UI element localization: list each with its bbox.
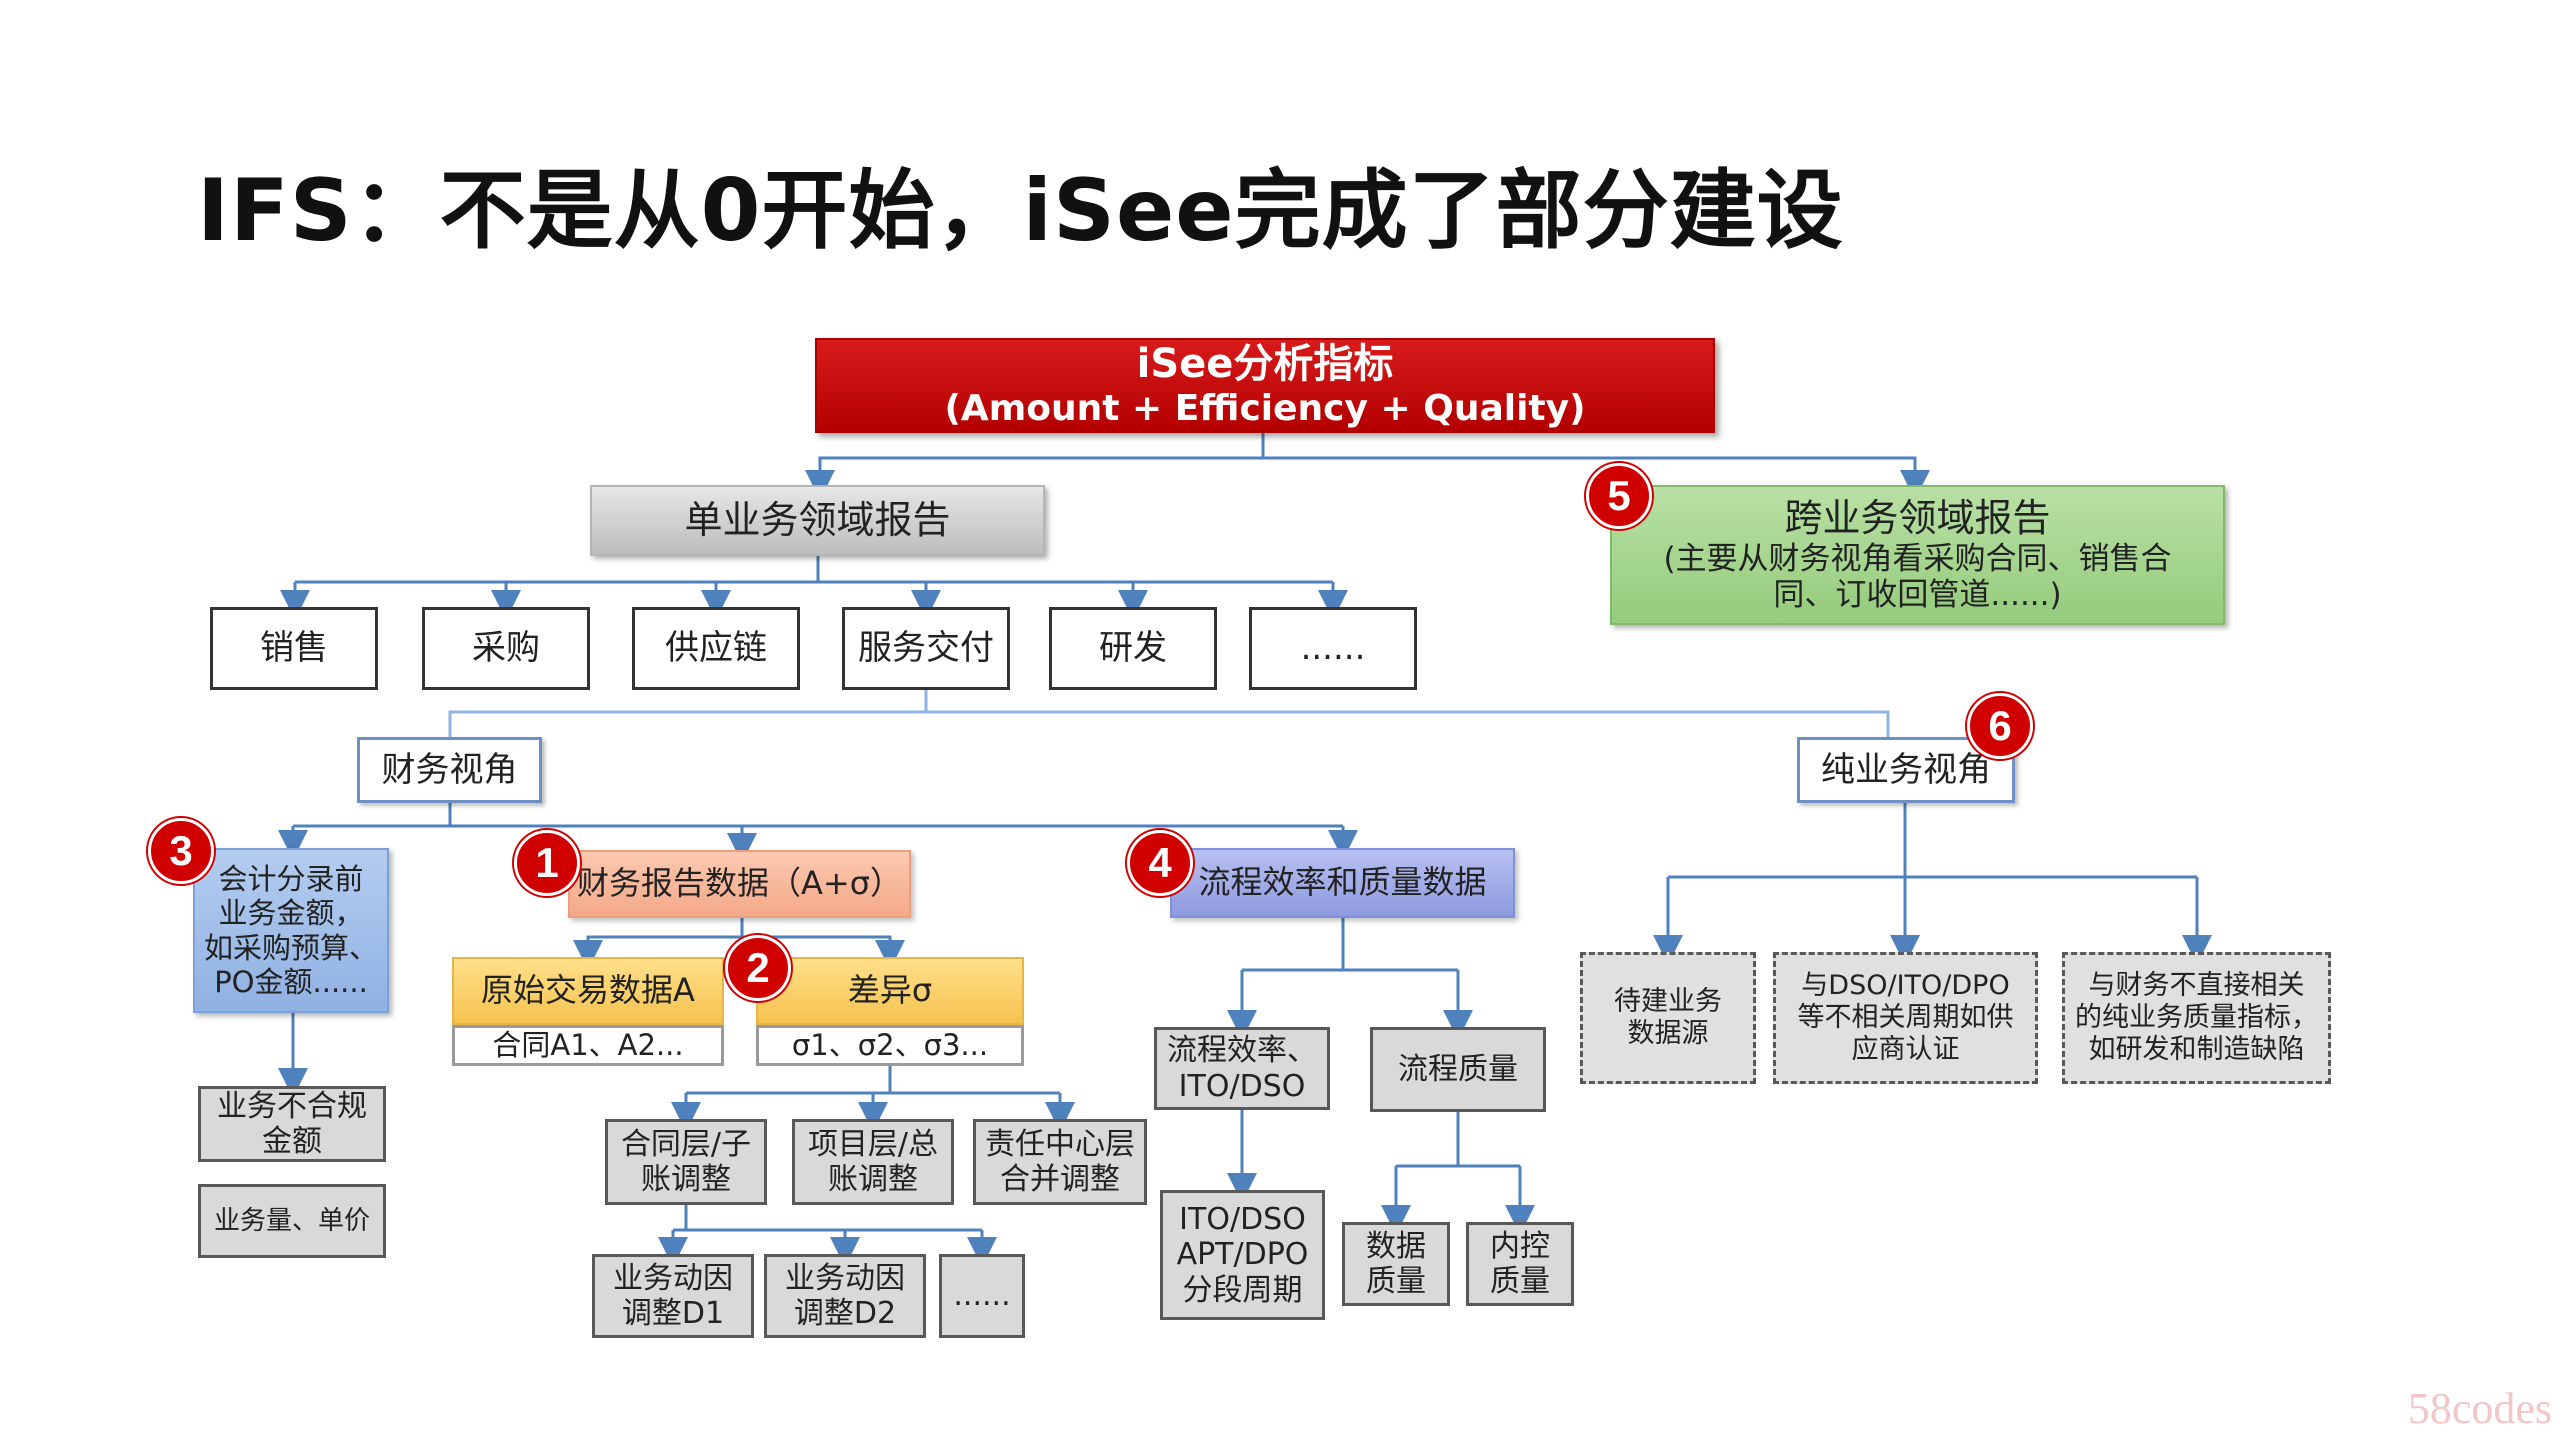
adjustment-line: 责任中心层 — [985, 1126, 1135, 1162]
finance-view: 财务视角 — [357, 737, 542, 803]
variance-label: 差异σ — [847, 971, 933, 1010]
domain-more: ...... — [1249, 607, 1417, 690]
noncompliant-line: 金额 — [262, 1124, 322, 1159]
badge-5: 5 — [1586, 463, 1652, 529]
business-view-label: 纯业务视角 — [1821, 749, 1991, 790]
cross-domain-desc-1: (主要从财务视角看采购合同、销售合 — [1663, 540, 2172, 577]
process-label: 流程效率和质量数据 — [1198, 863, 1487, 902]
root-title: iSee分析指标 — [1136, 340, 1394, 387]
process-efficiency: 流程效率、 ITO/DSO — [1154, 1027, 1330, 1110]
driver-line: 调整D1 — [621, 1296, 725, 1331]
business-item-line: 待建业务 — [1614, 986, 1722, 1018]
noncompliant-line: 业务不合规 — [217, 1088, 367, 1124]
proc-eff-line: ITO/DSO — [1178, 1068, 1306, 1104]
driver-adjustment-d2: 业务动因 调整D2 — [764, 1254, 926, 1338]
original-data-sub: 合同A1、A2... — [452, 1025, 724, 1066]
domain-service-delivery: 服务交付 — [842, 607, 1010, 690]
domain-sales: 销售 — [210, 607, 378, 690]
business-item-line: 与DSO/ITO/DPO — [1801, 970, 2010, 1002]
accounting-line: 如采购预算、 — [203, 930, 378, 965]
driver-line: 调整D2 — [793, 1296, 897, 1331]
badge-4: 4 — [1127, 830, 1193, 896]
proc-quality-label: 流程质量 — [1398, 1051, 1518, 1087]
variance-sub: σ1、σ2、σ3... — [756, 1025, 1024, 1066]
pending-business-data-source: 待建业务 数据源 — [1580, 952, 1756, 1084]
noncompliant-amount: 业务不合规 金额 — [198, 1086, 386, 1162]
pure-business-quality-metrics: 与财务不直接相关 的纯业务质量指标， 如研发和制造缺陷 — [2062, 952, 2331, 1084]
business-item-line: 的纯业务质量指标， — [2075, 1002, 2318, 1034]
business-item-line: 应商认证 — [1851, 1033, 1960, 1065]
badge-2: 2 — [725, 935, 791, 1001]
domain-label: 研发 — [1099, 628, 1167, 669]
ito-line: APT/DPO — [1176, 1237, 1309, 1273]
watermark: 58codes — [2407, 1384, 2552, 1433]
driver-line: 业务动因 — [613, 1260, 733, 1296]
driver-adjustment-d1: 业务动因 调整D1 — [592, 1254, 754, 1338]
adjustment-line: 账调整 — [641, 1162, 731, 1197]
domain-procurement: 采购 — [422, 607, 590, 690]
fin-report-label: 财务报告数据（A+σ） — [577, 864, 902, 903]
proc-eff-line: 流程效率、 — [1167, 1033, 1317, 1069]
domain-rnd: 研发 — [1049, 607, 1217, 690]
ito-dso-cycle: ITO/DSO APT/DPO 分段周期 — [1160, 1190, 1325, 1320]
ito-line: 分段周期 — [1182, 1272, 1303, 1308]
internal-control-line: 质量 — [1490, 1264, 1550, 1299]
original-transaction-data: 原始交易数据A — [452, 957, 724, 1025]
single-domain-label: 单业务领域报告 — [684, 498, 951, 543]
volume-label: 业务量、单价 — [213, 1205, 370, 1236]
domain-label: 供应链 — [665, 628, 767, 669]
variance-sub: σ1、σ2、σ3... — [791, 1028, 989, 1063]
business-item-line: 等不相关周期如供 — [1797, 1002, 2014, 1034]
ito-line: ITO/DSO — [1179, 1201, 1306, 1237]
volume-unit-price: 业务量、单价 — [198, 1184, 386, 1258]
domain-label: 服务交付 — [858, 628, 994, 669]
adjustment-line: 合并调整 — [1000, 1162, 1120, 1197]
single-domain-report: 单业务领域报告 — [590, 485, 1045, 556]
cross-domain-title: 跨业务领域报告 — [1784, 496, 2051, 540]
internal-control-line: 内控 — [1490, 1228, 1550, 1264]
domain-supply-chain: 供应链 — [632, 607, 800, 690]
business-item-line: 如研发和制造缺陷 — [2088, 1033, 2305, 1065]
data-quality-line: 数据 — [1366, 1228, 1426, 1264]
domain-label: 销售 — [260, 628, 328, 669]
contract-level-adjustment: 合同层/子 账调整 — [605, 1119, 767, 1205]
accounting-pre-entry: 会计分录前 业务金额， 如采购预算、 PO金额...... — [193, 848, 389, 1013]
finance-view-label: 财务视角 — [381, 749, 518, 790]
data-quality: 数据 质量 — [1342, 1222, 1450, 1306]
orig-data-label: 原始交易数据A — [481, 971, 695, 1010]
domain-label: ...... — [1300, 628, 1366, 669]
accounting-line: 会计分录前 — [218, 862, 364, 897]
business-item-line: 与财务不直接相关 — [2088, 970, 2305, 1002]
orig-data-sub: 合同A1、A2... — [492, 1028, 684, 1063]
variance-sigma: 差异σ — [756, 957, 1024, 1025]
driver-adjustment-more: ...... — [939, 1254, 1025, 1338]
cross-domain-desc-2: 同、订收回管道......) — [1773, 577, 2062, 614]
unrelated-cycle-metrics: 与DSO/ITO/DPO 等不相关周期如供 应商认证 — [1773, 952, 2038, 1084]
adjustment-line: 合同层/子 — [620, 1126, 752, 1162]
business-item-line: 数据源 — [1627, 1018, 1709, 1049]
financial-report-data: 财务报告数据（A+σ） — [568, 850, 911, 918]
project-level-adjustment: 项目层/总 账调整 — [792, 1119, 954, 1205]
accounting-line: PO金额...... — [214, 964, 368, 999]
page-title: IFS：不是从0开始，iSee完成了部分建设 — [197, 161, 1844, 261]
internal-control-quality: 内控 质量 — [1466, 1222, 1574, 1306]
badge-6: 6 — [1967, 693, 2033, 759]
responsibility-center-adjustment: 责任中心层 合并调整 — [973, 1119, 1147, 1205]
domain-label: 采购 — [472, 628, 540, 669]
process-efficiency-quality-data: 流程效率和质量数据 — [1170, 848, 1515, 918]
driver-line: 业务动因 — [785, 1260, 905, 1296]
badge-1: 1 — [514, 830, 580, 896]
badge-3: 3 — [148, 818, 214, 884]
root-node-isee-metrics: iSee分析指标 (Amount + Efficiency + Quality) — [815, 338, 1715, 433]
adjustment-line: 账调整 — [828, 1162, 918, 1197]
root-subtitle: (Amount + Efficiency + Quality) — [944, 387, 1586, 429]
data-quality-line: 质量 — [1366, 1264, 1426, 1299]
accounting-line: 业务金额， — [218, 896, 364, 931]
cross-domain-report: 跨业务领域报告 (主要从财务视角看采购合同、销售合 同、订收回管道......) — [1610, 485, 2225, 625]
driver-line: ...... — [953, 1278, 1011, 1314]
process-quality: 流程质量 — [1370, 1027, 1546, 1112]
adjustment-line: 项目层/总 — [807, 1126, 939, 1162]
